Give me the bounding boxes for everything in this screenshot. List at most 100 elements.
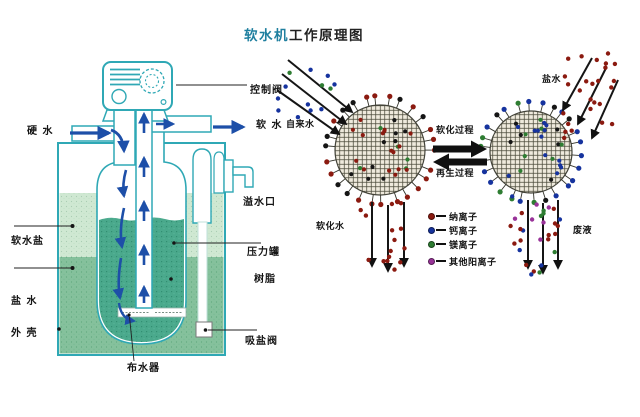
down-flow-pipe [113, 107, 136, 166]
ion-spike [501, 184, 507, 191]
ion-dot [331, 118, 337, 124]
ion-spike [387, 98, 390, 106]
ion-dot [588, 106, 593, 112]
legend-row: 纳离子 [428, 211, 478, 223]
ion-dot [515, 100, 521, 106]
salt-suction-pipe [197, 221, 208, 324]
softener-tank-group [14, 61, 261, 362]
ion-dot [538, 237, 543, 242]
ion-dot [358, 117, 363, 122]
ion-dot [398, 260, 403, 265]
ion-dot [529, 272, 534, 277]
ion-dot [344, 190, 350, 197]
valve-knob [111, 88, 127, 105]
aux-tube [213, 151, 225, 194]
ion-dot [423, 176, 429, 182]
ion-dot [563, 129, 568, 134]
ion-dot [404, 194, 410, 200]
ion-dot [566, 121, 571, 127]
ion-dot [612, 61, 618, 67]
legend-dash [436, 215, 446, 217]
ion-dot [324, 133, 330, 139]
ion-dot [566, 116, 572, 122]
ion-dot [397, 144, 402, 149]
label-water-distributor: 布水器 [127, 363, 160, 374]
ion-dot [561, 111, 566, 116]
ion-dot [550, 156, 555, 161]
ion-dot [555, 171, 560, 176]
ion-spike [328, 145, 336, 148]
ion-dot [557, 158, 562, 163]
ion-spike [568, 132, 576, 136]
overflow-fitting [223, 159, 234, 193]
ion-dot [350, 127, 355, 132]
ion-dot [494, 112, 500, 118]
ion-dot [387, 168, 392, 173]
ion-dot [542, 128, 547, 133]
ion-spike [339, 178, 346, 184]
ion-dot [372, 93, 378, 99]
label-tap-water: 自来水 [286, 120, 315, 130]
ion-spike [489, 127, 496, 133]
ion-dot [577, 139, 584, 145]
ion-dot [510, 194, 515, 199]
ion-dot [428, 167, 434, 173]
ion-dot [408, 131, 413, 136]
ion-dot [552, 249, 557, 255]
ion-dot [532, 128, 537, 133]
ion-dot [541, 220, 546, 225]
ion-dot [559, 142, 564, 147]
ion-dot [549, 177, 554, 182]
ion-spike [484, 138, 492, 141]
ion-spike [417, 173, 425, 178]
label-softener-salt: 软水盐 [11, 236, 44, 247]
ion-spike [533, 192, 535, 200]
ion-dot [517, 247, 522, 253]
leader-dots [57, 224, 208, 332]
ion-dot [539, 134, 544, 139]
ion-dot [340, 107, 346, 113]
ion-dot [388, 248, 393, 254]
legend-row: 镁离子 [428, 239, 478, 251]
ion-spike [407, 108, 413, 115]
ion-dot [557, 217, 563, 222]
ion-dot [358, 207, 363, 213]
ion-dot [546, 205, 551, 210]
ion-dot [360, 133, 365, 138]
ion-dot [594, 57, 599, 63]
softened-water-ion-dots [358, 201, 407, 272]
bead-inner-ions-left [349, 117, 413, 181]
ion-dot [540, 100, 546, 106]
ion-spike [329, 159, 337, 162]
ion-dot [335, 182, 341, 188]
ion-dot [366, 257, 371, 263]
ion-dot [387, 93, 393, 99]
ion-spike [353, 104, 359, 112]
ion-dot [524, 262, 529, 268]
ion-spike [402, 188, 407, 196]
ion-spike [550, 187, 556, 194]
ion-spike [549, 109, 554, 116]
ion-dot [398, 226, 404, 231]
label-hard-water: 硬 水 [27, 126, 54, 137]
ion-dot [332, 82, 337, 87]
ion-dot [392, 267, 397, 272]
ion-dot [305, 102, 311, 107]
ion-dot [603, 65, 608, 70]
ion-spike [483, 146, 491, 148]
ion-spike [555, 113, 561, 120]
ion-dot [350, 100, 356, 106]
ion-dot [382, 128, 387, 134]
ion-dot [393, 139, 398, 144]
softening-process-arrow [433, 140, 487, 158]
ion-spike [348, 185, 354, 192]
ion-dot [577, 88, 582, 93]
ion-spike [571, 154, 579, 156]
ion-dot [364, 94, 370, 100]
leader-lines [14, 84, 261, 362]
legend-row: 钙离子 [428, 225, 478, 237]
ion-exchange-group [275, 51, 619, 277]
ion-dot [590, 81, 595, 87]
ion-spike [359, 191, 363, 198]
